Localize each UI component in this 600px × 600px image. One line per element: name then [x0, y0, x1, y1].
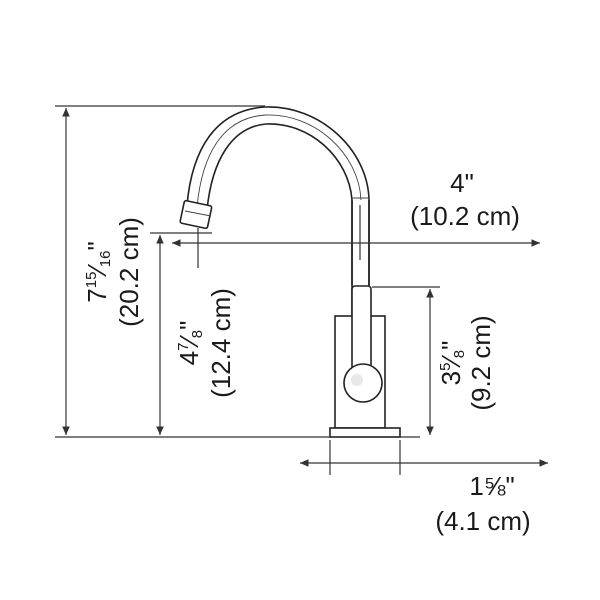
base-diameter-metric: (4.1 cm) — [435, 506, 530, 536]
body-height-num: 5 — [437, 363, 454, 371]
reach-label: 4" (10.2 cm) — [410, 168, 520, 231]
body-height-whole: 3 — [436, 371, 466, 385]
overall-height-whole: 7 — [82, 288, 112, 302]
reach-metric: (10.2 cm) — [410, 201, 520, 231]
aerator-ring — [184, 210, 212, 217]
spout-height-metric: (12.4 cm) — [206, 288, 236, 398]
body-height-den: 8 — [451, 350, 468, 358]
aerator-tip — [179, 199, 213, 230]
handle-knob-highlight — [351, 374, 363, 386]
spout-height-num: 7 — [175, 343, 192, 351]
spout-height-label: 47⁄8" (12.4 cm) — [174, 288, 236, 398]
overall-height-den: 16 — [97, 251, 114, 268]
overall-height-metric: (20.2 cm) — [114, 217, 144, 327]
overall-height-label: 715⁄16" (20.2 cm) — [82, 217, 144, 327]
handle-lever — [351, 285, 372, 371]
base-diameter-imperial: 1⅝" — [469, 471, 514, 501]
handle-knob — [343, 363, 383, 403]
spout-height-whole: 4 — [174, 351, 204, 365]
reach-imperial: 4" — [450, 168, 474, 198]
svg-text:35⁄8": 35⁄8" — [436, 341, 468, 386]
svg-text:47⁄8": 47⁄8" — [174, 321, 206, 366]
spout-height-unit: " — [174, 321, 204, 330]
overall-height-num: 15 — [83, 272, 100, 289]
body-height-metric: (9.2 cm) — [466, 315, 496, 410]
base-diameter-label: 1⅝" (4.1 cm) — [435, 471, 530, 536]
body-height-label: 35⁄8" (9.2 cm) — [436, 315, 496, 410]
base-flange — [329, 427, 401, 438]
body-height-unit: " — [436, 341, 466, 350]
spout-height-den: 8 — [189, 330, 206, 338]
svg-text:715⁄16": 715⁄16" — [82, 241, 114, 302]
dimension-lines — [55, 105, 548, 475]
spout-highlight — [196, 114, 362, 208]
overall-height-unit: " — [82, 241, 112, 250]
